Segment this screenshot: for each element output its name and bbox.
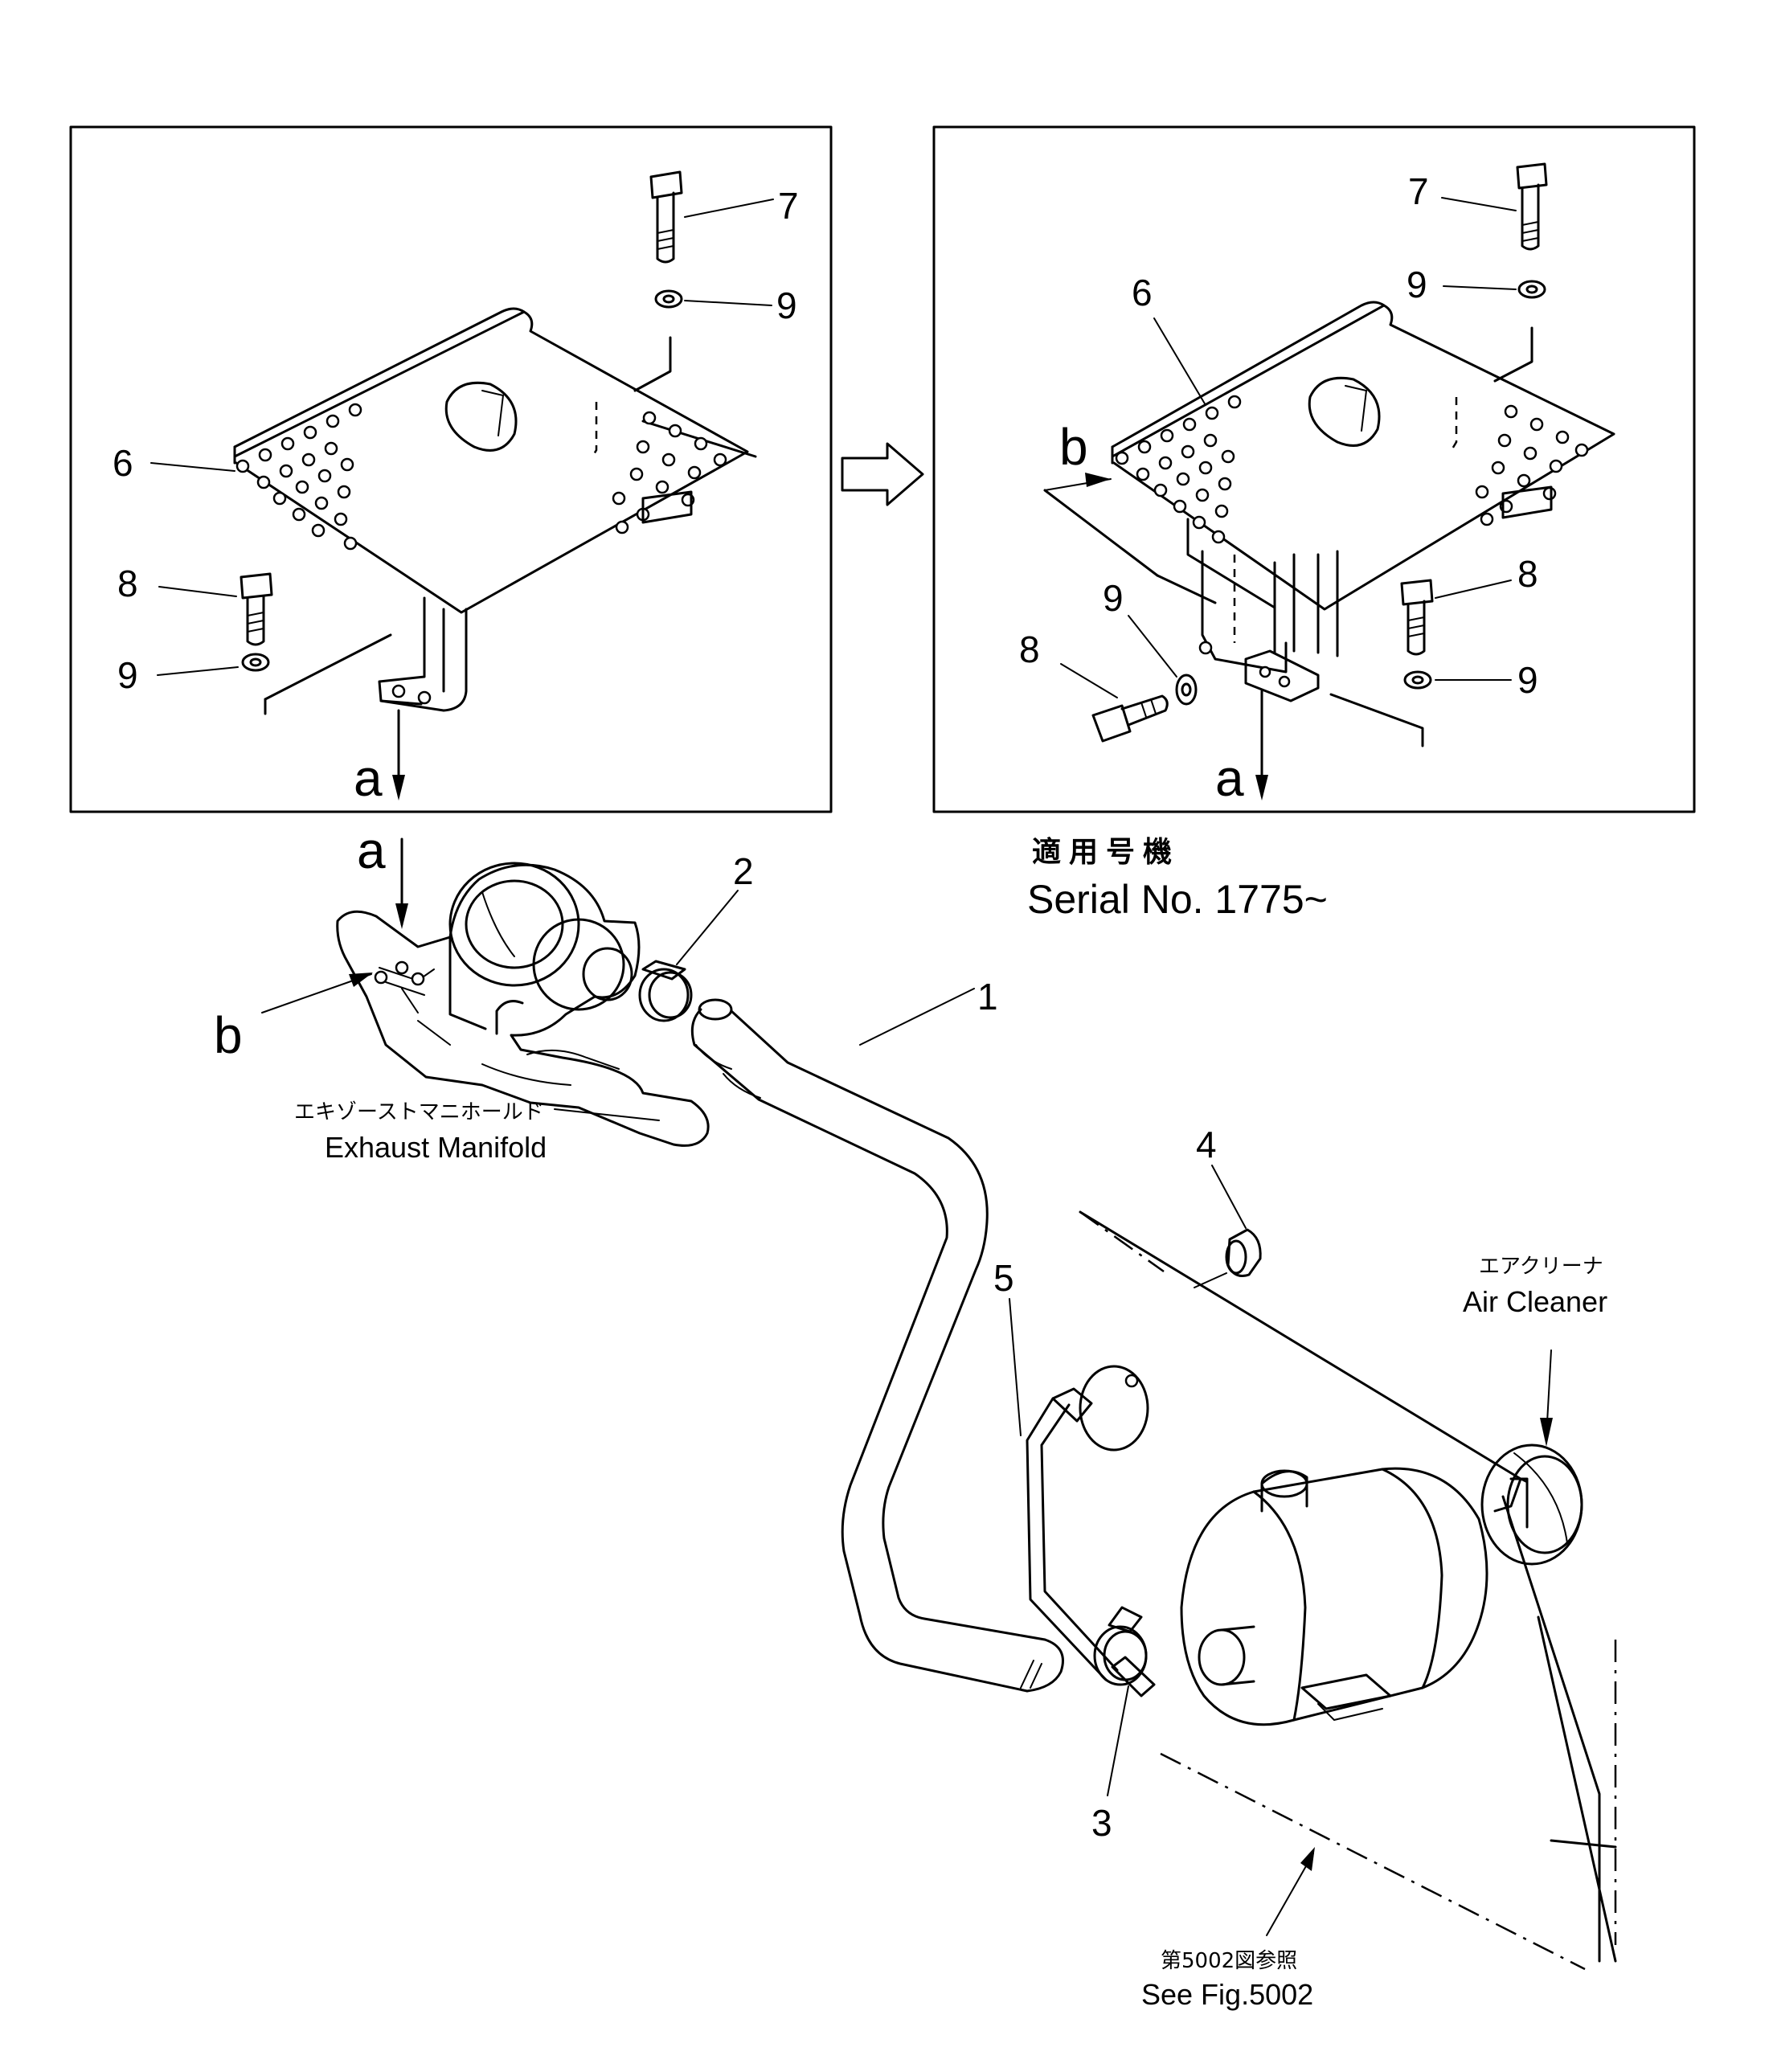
callout-2: 2 [733,850,754,892]
see-fig-en-label: See Fig.5002 [1141,1978,1313,2011]
transition-arrow [841,442,924,506]
bolt-7-right: 7 [1408,162,1548,251]
cover-plate-right [1043,301,1615,747]
hose-1: 1 [690,976,1064,1693]
exhaust-manifold-jp-label: エキゾーストマニホールド [294,1100,544,1124]
callout-9-left-top: 9 [776,285,797,326]
bolt-8-right-vertical: 8 [1400,553,1538,656]
callout-7-left: 7 [778,185,799,227]
callout-5: 5 [993,1257,1014,1299]
callout-8-left: 8 [117,563,138,604]
callout-9-right-middle: 9 [1103,577,1124,619]
view-a-marker-left: a [354,749,383,807]
plug-4: 4 [1194,1124,1262,1288]
callout-6-left: 6 [113,442,133,484]
view-a-marker-right: a [1215,749,1244,807]
bolt-8-right-horizontal: 8 [1019,629,1169,743]
washer-9-left-bottom: 9 [117,653,270,696]
washer-9-right-bottom: 9 [1403,659,1538,701]
serial-number-label: Serial No. 1775~ [1027,877,1328,922]
inset-frame-left [69,125,833,813]
callout-1: 1 [977,976,998,1018]
callout-8-right: 8 [1517,553,1538,595]
bolt-7-left: 7 [649,170,799,264]
cover-plate-left [233,307,757,715]
pipe-5: 5 [993,1257,1156,1697]
bolt-8-left: 8 [117,563,273,646]
clamp-2: 2 [638,850,754,1022]
air-cleaner: エアクリーナ Air Cleaner [1079,1210,1617,1963]
view-b-marker-main: b [214,1006,243,1064]
washer-9-right-middle: 9 [1103,577,1198,706]
washer-9-left-top: 9 [654,285,797,326]
view-a-marker-main: a [357,821,386,879]
air-cleaner-jp-label: エアクリーナ [1479,1255,1603,1279]
inset-panel-after: b 6 7 9 8 [932,125,1696,813]
exhaust-manifold-turbo [336,862,710,1147]
callout-4: 4 [1196,1124,1217,1165]
perforations-right [1115,395,1589,544]
applicable-serial-jp: 適用号機 [1032,836,1180,869]
clamp-3: 3 [1091,1606,1148,1844]
callout-3: 3 [1091,1802,1112,1844]
inset-frame-right [932,125,1696,813]
callout-9-left-bottom: 9 [117,654,138,696]
view-b-marker-right: b [1059,418,1088,476]
callout-8-right-bolt: 8 [1019,629,1040,670]
callout-7-right: 7 [1408,170,1429,212]
callout-9-right-top: 9 [1407,264,1427,305]
callout-6-right: 6 [1132,272,1153,313]
exhaust-manifold-en-label: Exhaust Manifold [325,1131,547,1164]
callout-9-right-bottom: 9 [1517,659,1538,701]
air-cleaner-en-label: Air Cleaner [1463,1285,1607,1318]
washer-9-right-top: 9 [1407,264,1546,305]
inset-panel-before: 7 9 6 8 9 a [69,125,833,813]
see-fig-jp-label: 第5002図参照 [1161,1949,1297,1973]
perforations-left [235,403,727,551]
